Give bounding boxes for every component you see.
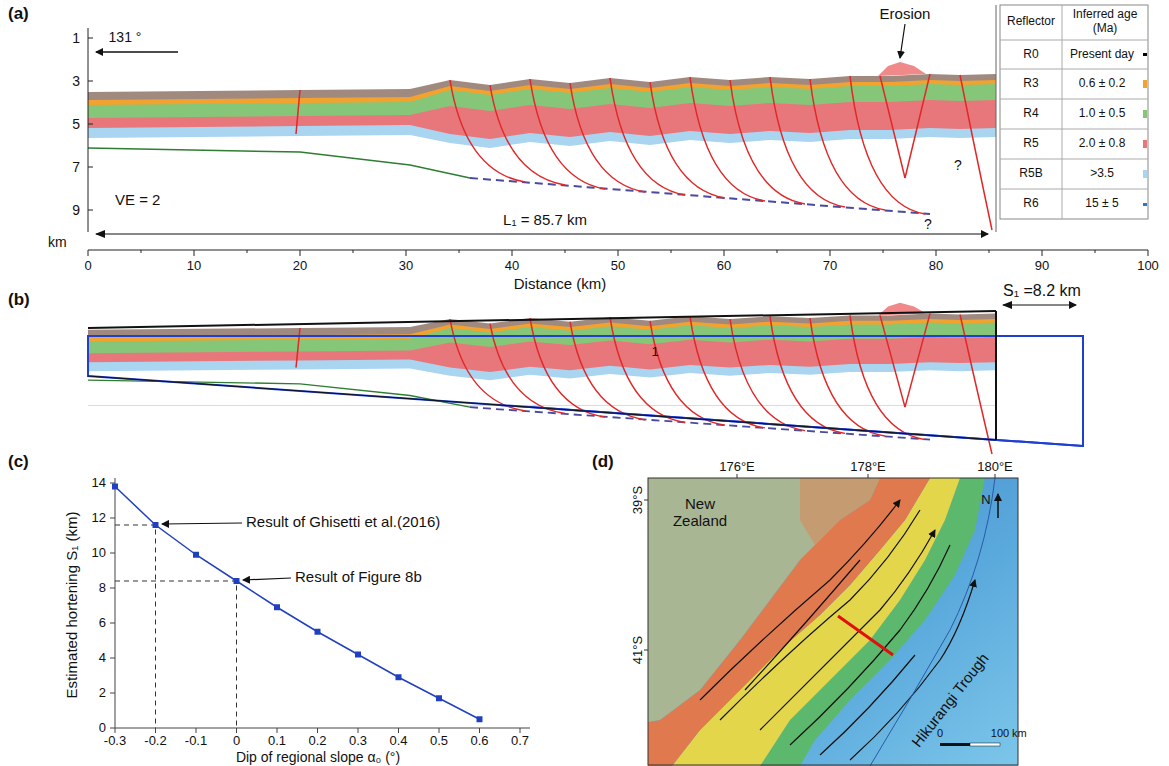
reflector-name: R0: [1023, 48, 1038, 62]
distance-tick: 80: [929, 259, 943, 274]
distance-tick: 50: [611, 259, 625, 274]
distance-tick: 100: [1137, 259, 1159, 274]
distance-tick: 60: [717, 259, 731, 274]
x-tick: 0.3: [349, 734, 367, 749]
reflector-age: Present day: [1070, 48, 1134, 62]
axis-title: Distance (km): [514, 275, 607, 292]
y-tick: 2: [99, 686, 106, 701]
x-axis-title: Dip of regional slope α₀ (°): [236, 749, 400, 765]
y-tick: 4: [99, 651, 106, 666]
reflector-name: R5: [1023, 137, 1038, 151]
callout-number: 1: [651, 345, 658, 360]
y-tick: 12: [92, 511, 106, 526]
erosion-label: Erosion: [880, 5, 931, 22]
distance-tick: 30: [399, 259, 413, 274]
annotation: Result of Figure 8b: [295, 568, 422, 585]
x-tick: 0.1: [268, 734, 286, 749]
x-tick: -0.2: [144, 734, 166, 749]
x-tick: 0.6: [470, 734, 488, 749]
y-tick: 14: [92, 476, 106, 491]
latitude-label: 39°S: [631, 486, 646, 514]
distance-tick: 70: [823, 259, 837, 274]
latitude-label: 41°S: [631, 636, 646, 664]
scale-label: 100: [991, 727, 1009, 740]
reflector-name: R3: [1023, 77, 1038, 91]
x-tick: 0.4: [389, 734, 407, 749]
reflector-age: 0.6 ± 0.2: [1079, 77, 1126, 91]
reflector-name: R6: [1023, 197, 1038, 211]
length-label: L₁ = 85.7 km: [503, 211, 587, 228]
distance-tick: 10: [187, 259, 201, 274]
query-mark: ?: [924, 216, 932, 232]
longitude-label: 178°E: [850, 460, 886, 475]
distance-tick: 90: [1035, 259, 1049, 274]
y-axis-title: Estimated hortening S₁ (km): [63, 512, 80, 699]
x-tick: 0.7: [511, 734, 529, 749]
reflector-age: 1.0 ± 0.5: [1079, 107, 1126, 121]
x-tick: 0.2: [308, 734, 326, 749]
distance-tick: 0: [84, 259, 91, 274]
scale-label: km: [1012, 727, 1027, 740]
scale-label: 0: [937, 727, 943, 740]
panel-letter: (a): [8, 4, 29, 24]
x-tick: 0: [233, 734, 240, 749]
query-mark: ?: [954, 157, 962, 173]
north-label: N: [981, 493, 990, 508]
y-tick: 6: [99, 616, 106, 631]
y-tick: 10: [92, 546, 106, 561]
annotation: Result of Ghisetti et al.(2016): [246, 513, 440, 530]
reflector-age: 2.0 ± 0.8: [1079, 137, 1126, 151]
azimuth-label: 131 °: [109, 29, 142, 45]
distance-tick: 20: [293, 259, 307, 274]
longitude-label: 176°E: [719, 460, 755, 475]
longitude-label: 180°E: [977, 460, 1013, 475]
reflector-age: >3.5: [1090, 167, 1114, 181]
depth-tick: 5: [72, 116, 80, 132]
exaggeration-label: VE = 2: [115, 191, 160, 208]
reflector-name: R4: [1023, 107, 1038, 121]
x-tick: -0.3: [104, 734, 126, 749]
y-tick: 8: [99, 581, 106, 596]
depth-tick: 1: [72, 30, 80, 46]
depth-tick: 9: [72, 202, 80, 218]
panel-letter: (d): [592, 452, 614, 472]
panel-letter: (c): [8, 452, 29, 472]
place-name: New Zealand: [668, 495, 732, 530]
distance-tick: 40: [505, 259, 519, 274]
x-tick: -0.1: [185, 734, 207, 749]
shortening-label: S₁ =8.2 km: [1003, 282, 1081, 300]
depth-tick: 3: [72, 73, 80, 89]
panel-letter: (b): [8, 290, 30, 310]
x-tick: 0.5: [430, 734, 448, 749]
axis-unit: km: [48, 234, 67, 250]
reflector-age: 15 ± 5: [1085, 197, 1118, 211]
reflector-name: R5B: [1019, 167, 1042, 181]
depth-tick: 7: [72, 159, 80, 175]
place-name: Hikurangi Trough: [908, 650, 992, 751]
table-header: Reflector: [1007, 15, 1055, 29]
table-header: Inferred age (Ma): [1065, 8, 1145, 36]
